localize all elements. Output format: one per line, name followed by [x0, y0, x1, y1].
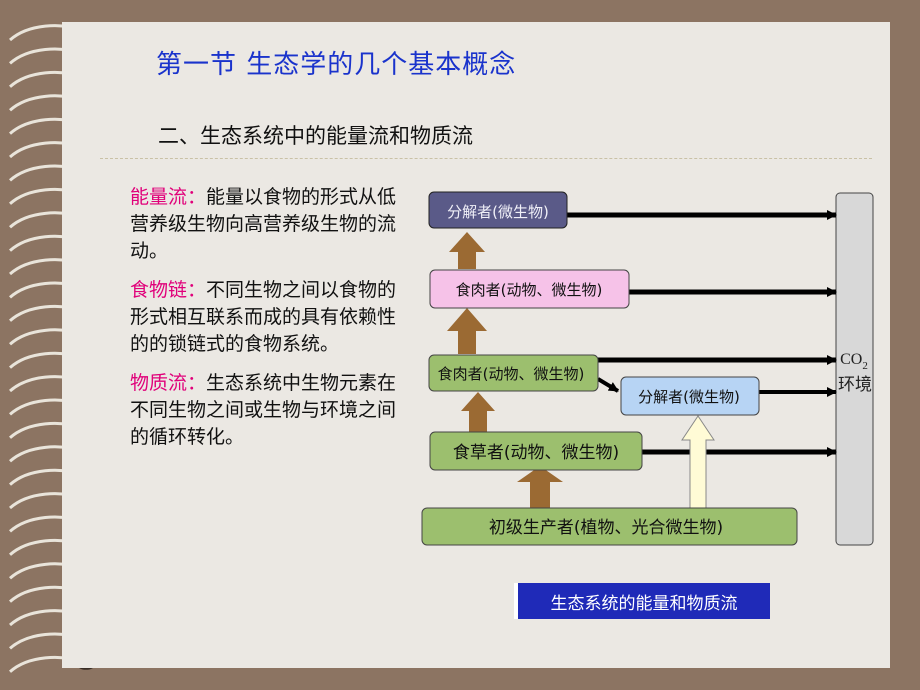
up-arrow: [681, 415, 715, 509]
node-label: 初级生产者(植物、光合微生物): [489, 518, 723, 538]
up-arrow: [461, 392, 495, 432]
definition-text: 不同生物之间以食物的形式相互联系而成的具有依赖性的的锁链式的食物系统。: [130, 279, 397, 355]
page-title: 第一节 生态学的几个基本概念: [156, 50, 517, 80]
up-arrow: [447, 308, 487, 354]
definition-text: 生态系统中生物元素在不同生物之间或生物与环境之间的循环转化。: [130, 372, 397, 448]
producer-node: [421, 507, 798, 546]
definition-material-flow: 物质流：生态系统中生物元素在不同生物之间或生物与环境之间的循环转化。: [130, 370, 400, 451]
node-label: 食草者(动物、微生物): [453, 443, 619, 463]
environment-label: 环境: [838, 375, 872, 395]
node-label: 食肉者(动物、微生物): [456, 281, 603, 299]
definition-food-chain: 食物链：不同生物之间以食物的形式相互联系而成的具有依赖性的的锁链式的食物系统。: [130, 277, 400, 358]
co2-label: CO2: [840, 351, 868, 372]
definition-term: 食物链：: [130, 279, 207, 301]
carnivore-mid-node: [428, 354, 599, 392]
node-label: 食肉者(动物、微生物): [438, 365, 585, 383]
carnivore-top-node: [429, 269, 630, 309]
up-arrow: [449, 232, 485, 269]
definition-energy-flow: 能量流：能量以食物的形式从低营养级生物向高营养级生物的流动。: [130, 184, 400, 265]
section-subtitle: 二、生态系统中的能量流和物质流: [158, 124, 473, 148]
decomposer-top-node: [428, 191, 568, 229]
up-arrow: [517, 466, 563, 508]
diagram-caption: 生态系统的能量和物质流: [514, 583, 770, 619]
environment-box: [835, 192, 874, 546]
flow-arrow: [596, 377, 620, 393]
definition-term: 能量流：: [130, 186, 207, 208]
definition-text: 能量以食物的形式从低营养级生物向高营养级生物的流动。: [130, 186, 397, 262]
herbivore-node: [429, 431, 643, 471]
node-label: 分解者(微生物): [638, 388, 740, 406]
node-label: 分解者(微生物): [447, 203, 549, 221]
definition-term: 物质流：: [130, 372, 207, 394]
decomposer-mid-node: [620, 376, 760, 416]
divider: [100, 158, 872, 160]
definitions-list: 能量流：能量以食物的形式从低营养级生物向高营养级生物的流动。 食物链：不同生物之…: [130, 184, 400, 463]
